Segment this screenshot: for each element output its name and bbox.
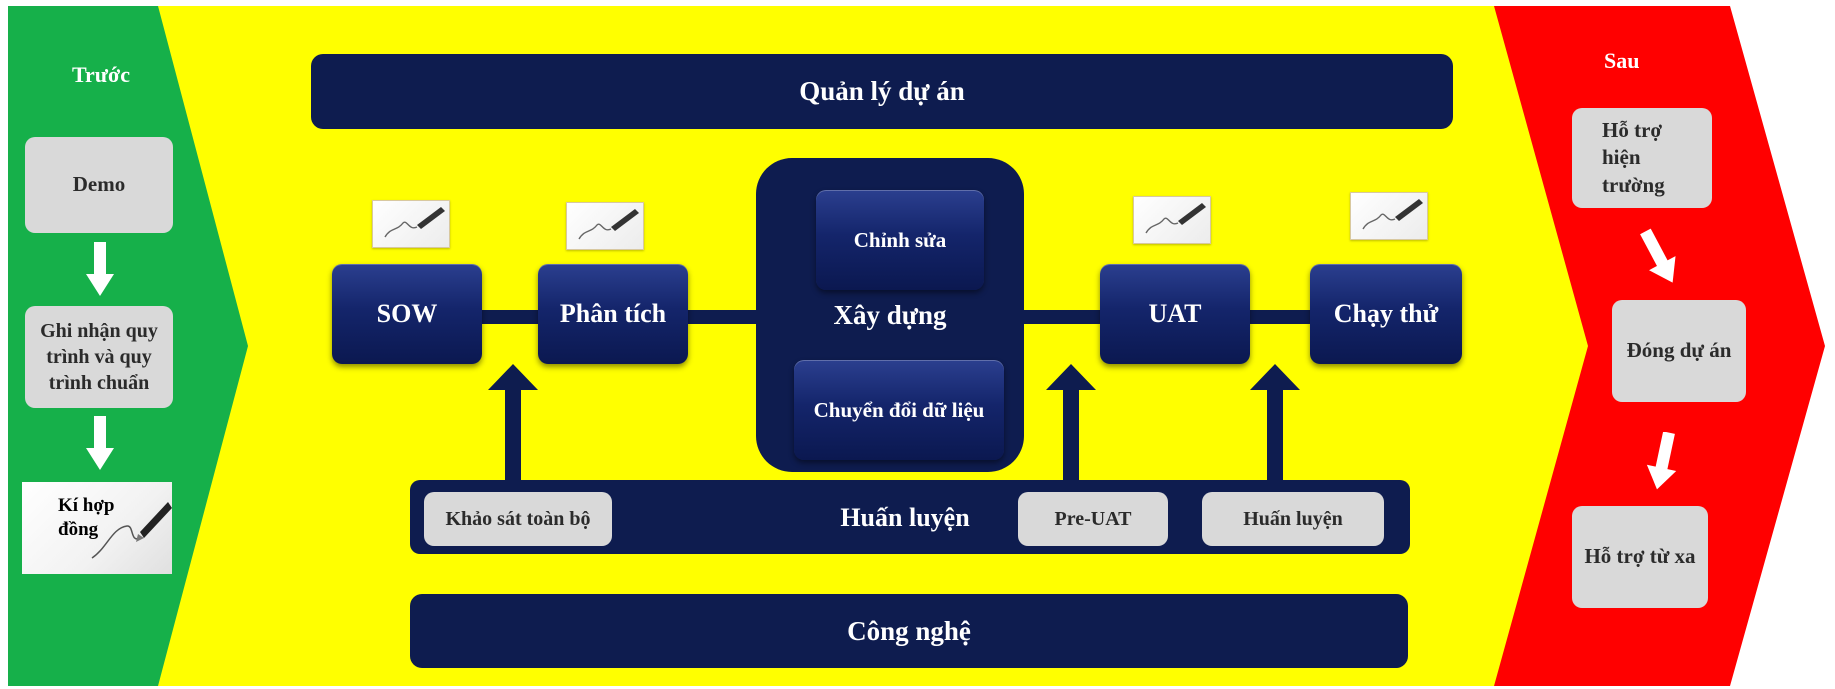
step-record-process: Ghi nhận quy trình và quy trình chuẩn (25, 306, 173, 408)
signed-document-icon (566, 202, 644, 250)
training-item-pre-uat: Pre-UAT (1018, 492, 1168, 546)
phase-trial: Chạy thử (1310, 264, 1462, 364)
step-remote-support: Hỗ trợ từ xa (1572, 506, 1708, 608)
signed-document-icon (372, 200, 450, 248)
down-arrow-icon (1646, 432, 1677, 490)
pen-icon (91, 502, 172, 559)
phase-uat: UAT (1100, 264, 1250, 364)
after-title: Sau (1604, 48, 1640, 73)
down-arrow-icon (1640, 228, 1676, 283)
connector-line (480, 310, 556, 324)
step-onsite-support: Hỗ trợ hiện trường (1572, 108, 1712, 208)
technology-bar: Công nghệ (410, 594, 1408, 668)
contract-signing-image: Kí hợp đồng (22, 482, 172, 574)
signed-document-icon (1133, 196, 1211, 244)
phase-sow: SOW (332, 264, 482, 364)
training-bar-label: Huấn luyện (840, 503, 970, 532)
phase-build-label: Xây dựng (833, 300, 947, 330)
step-demo: Demo (25, 137, 173, 233)
up-arrow-icon (488, 364, 538, 484)
connector-line (688, 310, 758, 324)
project-management-bar: Quản lý dự án (311, 54, 1453, 129)
phase-build-edit: Chỉnh sửa (816, 190, 984, 290)
step-close-project: Đóng dự án (1612, 300, 1746, 402)
connector-line (1022, 310, 1102, 324)
down-arrow-icon (86, 242, 114, 296)
phase-analysis: Phân tích (538, 264, 688, 364)
connector-line (1250, 310, 1312, 324)
training-item-survey: Khảo sát toàn bộ (424, 492, 612, 546)
down-arrow-icon (86, 416, 114, 470)
signed-document-icon (1350, 192, 1428, 240)
training-item-training: Huấn luyện (1202, 492, 1384, 546)
before-title: Trước (72, 62, 130, 87)
step-sign-contract: Kí hợp đồng (58, 495, 115, 540)
up-arrow-icon (1046, 364, 1096, 484)
up-arrow-icon (1250, 364, 1300, 484)
phase-build-convert: Chuyển đổi dữ liệu (794, 360, 1004, 460)
